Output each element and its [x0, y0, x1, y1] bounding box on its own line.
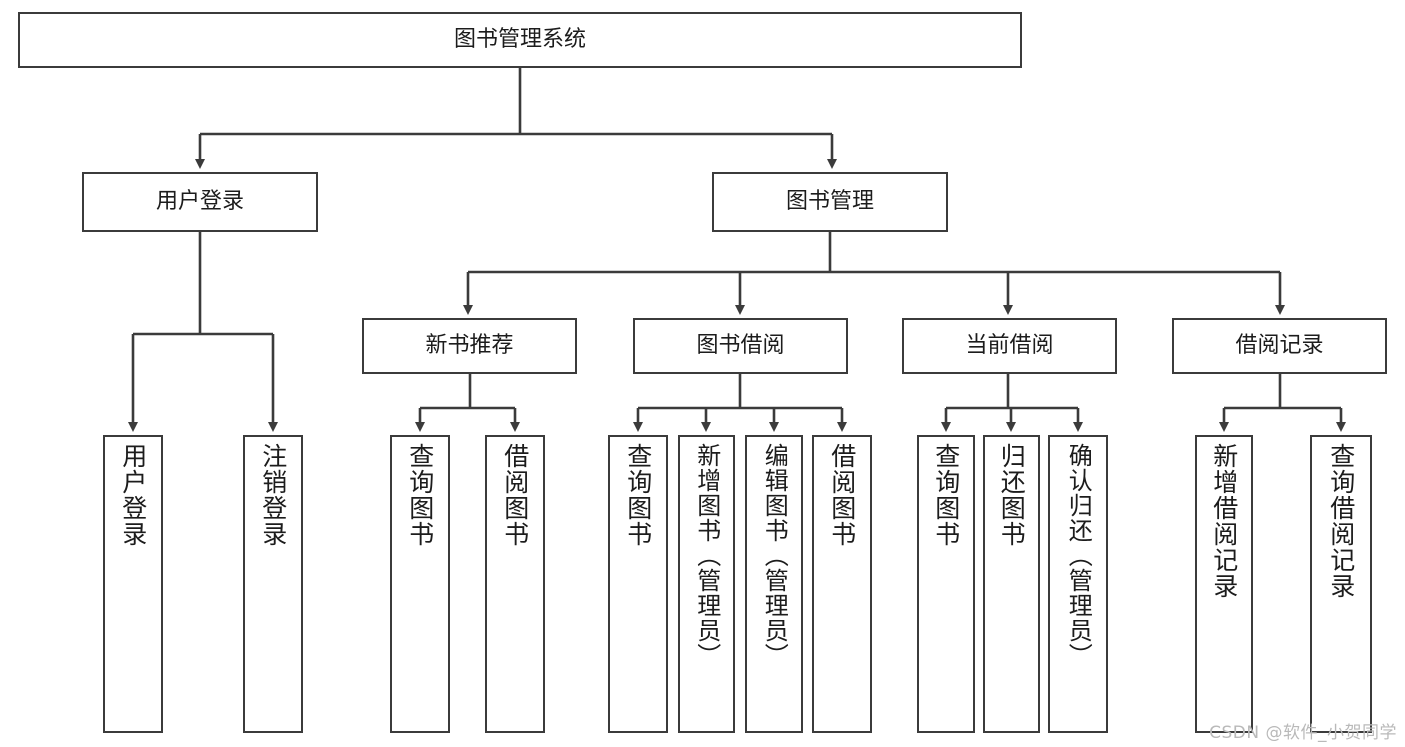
node-book-borrow-label: 图书借阅	[696, 333, 785, 359]
node-leaf-edit-book-label: 编辑图书（管理员）	[760, 443, 789, 668]
node-leaf-query-book-3-label: 查询图书	[931, 443, 961, 547]
node-leaf-query-record[interactable]: 查询借阅记录	[1310, 435, 1372, 733]
node-book-manage-label: 图书管理	[785, 189, 874, 215]
node-borrow-record-label: 借阅记录	[1235, 333, 1324, 359]
node-leaf-borrow-book-2-label: 借阅图书	[827, 443, 857, 547]
node-leaf-borrow-book-1-label: 借阅图书	[500, 443, 530, 547]
node-leaf-return-book-label: 归还图书	[997, 443, 1027, 547]
node-book-manage[interactable]: 图书管理	[712, 172, 948, 232]
node-root-label: 图书管理系统	[453, 27, 586, 53]
node-leaf-logout-label: 注销登录	[258, 443, 288, 547]
node-leaf-add-book-label: 新增图书（管理员）	[692, 443, 721, 668]
node-leaf-query-book-1[interactable]: 查询图书	[390, 435, 450, 733]
node-user-login-label: 用户登录	[155, 189, 244, 215]
node-borrow-record[interactable]: 借阅记录	[1172, 318, 1387, 374]
node-current-borrow-label: 当前借阅	[965, 333, 1054, 359]
watermark: CSDN @软件_小贺同学	[1209, 723, 1397, 743]
node-leaf-logout[interactable]: 注销登录	[243, 435, 303, 733]
node-root[interactable]: 图书管理系统	[18, 12, 1022, 68]
node-user-login[interactable]: 用户登录	[82, 172, 318, 232]
node-current-borrow[interactable]: 当前借阅	[902, 318, 1117, 374]
node-leaf-edit-book[interactable]: 编辑图书（管理员）	[745, 435, 803, 733]
node-leaf-query-book-2-label: 查询图书	[623, 443, 653, 547]
node-leaf-add-record[interactable]: 新增借阅记录	[1195, 435, 1253, 733]
node-leaf-borrow-book-2[interactable]: 借阅图书	[812, 435, 872, 733]
node-leaf-query-record-label: 查询借阅记录	[1326, 443, 1356, 599]
node-leaf-return-book[interactable]: 归还图书	[983, 435, 1040, 733]
node-book-borrow[interactable]: 图书借阅	[633, 318, 848, 374]
node-leaf-user-login[interactable]: 用户登录	[103, 435, 163, 733]
node-leaf-query-book-1-label: 查询图书	[405, 443, 435, 547]
node-leaf-add-record-label: 新增借阅记录	[1209, 443, 1239, 599]
node-leaf-user-login-label: 用户登录	[118, 443, 148, 547]
node-leaf-query-book-2[interactable]: 查询图书	[608, 435, 668, 733]
node-leaf-confirm-return-label: 确认归还（管理员）	[1064, 443, 1093, 668]
node-leaf-add-book[interactable]: 新增图书（管理员）	[678, 435, 735, 733]
node-leaf-borrow-book-1[interactable]: 借阅图书	[485, 435, 545, 733]
node-leaf-confirm-return[interactable]: 确认归还（管理员）	[1048, 435, 1108, 733]
node-leaf-query-book-3[interactable]: 查询图书	[917, 435, 975, 733]
node-new-book-rec[interactable]: 新书推荐	[362, 318, 577, 374]
node-new-book-rec-label: 新书推荐	[425, 333, 514, 359]
